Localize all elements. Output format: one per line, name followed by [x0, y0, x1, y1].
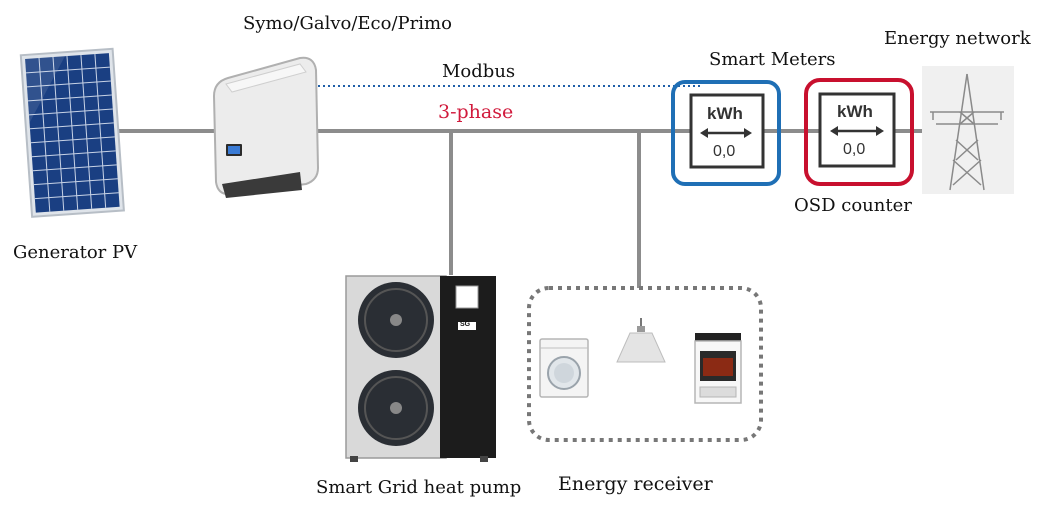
pv-panel-icon	[19, 47, 125, 218]
generator-pv-label: Generator PV	[13, 242, 138, 263]
energy-receiver-group-border	[527, 286, 763, 442]
lamp-icon	[616, 318, 666, 363]
osd-meter-reading: 0,0	[843, 141, 866, 158]
heat-pump-icon	[345, 275, 496, 462]
washing-machine-icon	[539, 338, 589, 398]
inverter-icon	[212, 56, 320, 198]
smart-meter-unit: kWh	[707, 104, 743, 123]
power-pylon-icon	[922, 66, 1014, 194]
modbus-label: Modbus	[442, 61, 516, 82]
heat-pump-label: Smart Grid heat pump	[316, 477, 522, 498]
osd-meter	[804, 78, 914, 186]
smart-meters-label: Smart Meters	[709, 49, 836, 70]
energy-receiver-label: Energy receiver	[558, 473, 713, 495]
heat-pump-sg-badge: SG	[460, 321, 471, 328]
smart-meter-reading: 0,0	[713, 143, 736, 160]
osd-meter-unit: kWh	[837, 102, 873, 121]
stove-icon	[694, 333, 742, 404]
inverter-models-label: Symo/Galvo/Eco/Primo	[243, 13, 452, 34]
energy-network-label: Energy network	[884, 28, 1031, 49]
smart-meter	[671, 80, 781, 186]
osd-counter-label: OSD counter	[794, 195, 912, 216]
three-phase-label: 3-phase	[438, 101, 514, 123]
